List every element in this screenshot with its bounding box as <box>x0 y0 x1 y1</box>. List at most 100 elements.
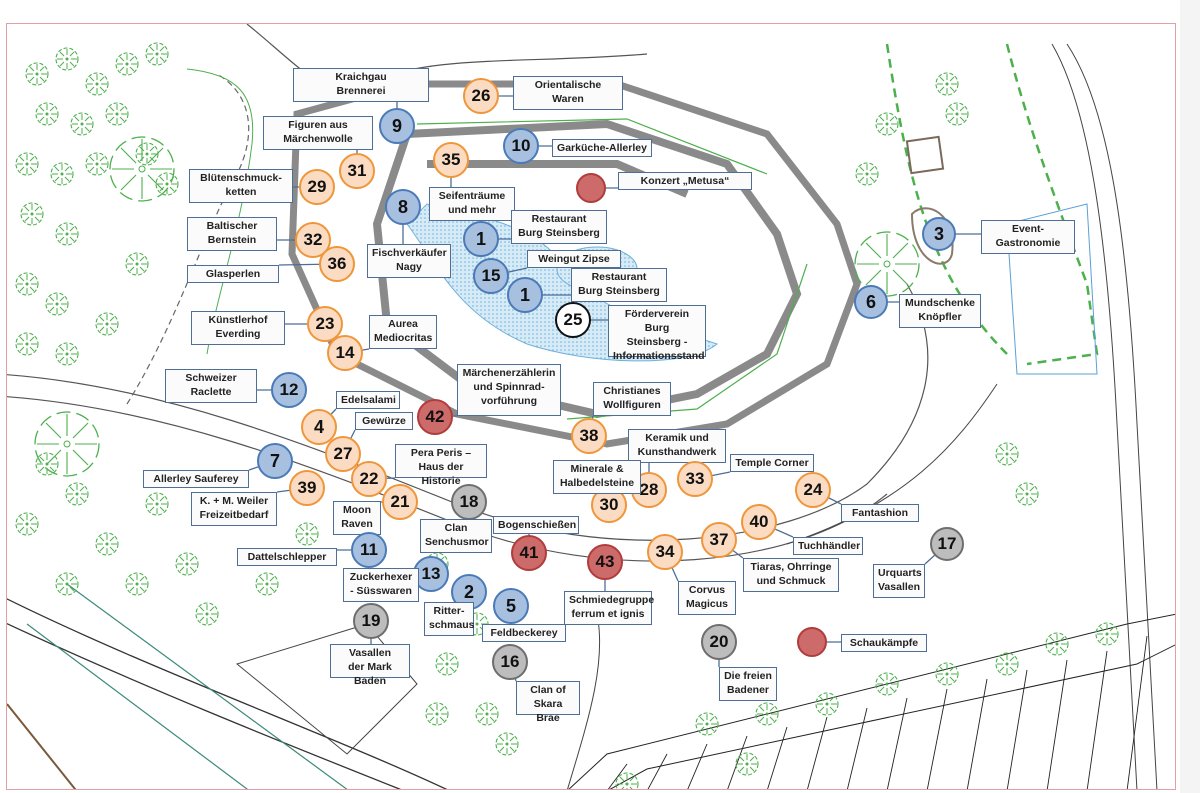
stand-label[interactable]: Märchenerzählerin und Spinnrad- vorführu… <box>457 364 561 416</box>
stand-marker-6[interactable]: 6 <box>854 285 888 319</box>
stand-label[interactable]: Restaurant Burg Steinsberg <box>511 210 607 244</box>
stand-marker-3[interactable]: 3 <box>922 217 956 251</box>
stand-marker-19[interactable]: 19 <box>353 603 389 639</box>
stand-label[interactable]: Konzert „Metusa“ <box>618 172 752 190</box>
site-map[interactable]: 9 Kraichgau Brennerei 26 Orientalische Ware… <box>6 23 1176 790</box>
stand-marker-34[interactable]: 34 <box>647 534 683 570</box>
stand-marker-21[interactable]: 21 <box>382 484 418 520</box>
stand-label[interactable]: K. + M. Weiler Freizeitbedarf <box>191 492 277 526</box>
stand-label[interactable]: Aurea Mediocritas <box>369 315 437 349</box>
stand-marker-40[interactable]: 40 <box>741 504 777 540</box>
stand-marker-8[interactable]: 8 <box>385 189 421 225</box>
stand-marker-25[interactable]: 25 <box>555 302 591 338</box>
stand-label[interactable]: Mundschenke Knöpfler <box>899 294 981 328</box>
tree-icon <box>15 512 39 536</box>
stand-label[interactable]: Corvus Magicus <box>678 581 736 615</box>
event-marker[interactable] <box>576 173 606 203</box>
large-tree-icon <box>34 411 100 477</box>
stand-marker-38[interactable]: 38 <box>571 418 607 454</box>
stand-marker-39[interactable]: 39 <box>289 470 325 506</box>
stand-marker-1[interactable]: 1 <box>463 221 499 257</box>
stand-label[interactable]: Tiaras, Ohrringe und Schmuck <box>743 558 839 592</box>
stand-label[interactable]: Allerley Sauferey <box>143 470 249 488</box>
stand-marker-14[interactable]: 14 <box>327 335 363 371</box>
stand-label[interactable]: Gewürze <box>355 412 413 430</box>
stand-marker-32[interactable]: 32 <box>295 222 331 258</box>
stand-label[interactable]: Bogenschießen <box>493 516 579 534</box>
stand-label[interactable]: Baltischer Bernstein <box>187 217 277 251</box>
stand-label[interactable]: Tuchhändler <box>793 537 863 555</box>
stand-label[interactable]: Urquarts Vasallen <box>873 564 925 598</box>
stand-marker-29[interactable]: 29 <box>299 169 335 205</box>
tree-icon <box>995 442 1019 466</box>
stand-label[interactable]: Glasperlen <box>187 265 279 283</box>
stand-marker-7[interactable]: 7 <box>257 443 293 479</box>
stand-marker-9[interactable]: 9 <box>379 108 415 144</box>
tree-icon <box>295 522 319 546</box>
stand-label[interactable]: Figuren aus Märchenwolle <box>263 116 373 150</box>
stand-label[interactable]: Christianes Wollfiguren <box>593 382 671 416</box>
stand-label[interactable]: Förderverein Burg Steinsberg - Informati… <box>608 305 706 362</box>
tree-icon <box>145 42 169 66</box>
stand-marker-1[interactable]: 1 <box>507 277 543 313</box>
stand-label[interactable]: Die freien Badener <box>719 667 777 701</box>
tree-icon <box>135 142 159 166</box>
stand-label[interactable]: Zuckerhexer - Süsswaren <box>343 568 419 602</box>
tree-icon <box>155 172 179 196</box>
stand-label[interactable]: Weingut Zipse <box>527 250 621 268</box>
stand-marker-41[interactable]: 41 <box>511 535 547 571</box>
stand-marker-33[interactable]: 33 <box>677 461 713 497</box>
stand-label[interactable]: Garküche-Allerley <box>552 139 652 157</box>
stand-label[interactable]: Minerale & Halbedelsteine <box>553 460 641 494</box>
stand-marker-22[interactable]: 22 <box>351 461 387 497</box>
stand-label[interactable]: Vasallen der Mark Baden <box>330 644 410 687</box>
stand-label[interactable]: Temple Corner <box>730 454 814 472</box>
stand-label[interactable]: Schweizer Raclette <box>165 369 257 403</box>
stand-label[interactable]: Künstlerhof Everding <box>191 311 285 345</box>
tree-icon <box>20 202 44 226</box>
stand-marker-24[interactable]: 24 <box>795 472 831 508</box>
stand-marker-18[interactable]: 18 <box>451 484 487 520</box>
stand-marker-42[interactable]: 42 <box>417 399 453 435</box>
stand-marker-11[interactable]: 11 <box>351 532 387 568</box>
stand-label[interactable]: Blütenschmuck- ketten <box>189 169 293 203</box>
stand-label[interactable]: Keramik und Kunsthandwerk <box>628 429 726 463</box>
stand-label[interactable]: Orientalische Waren <box>513 76 623 110</box>
stand-marker-15[interactable]: 15 <box>473 258 509 294</box>
stand-marker-36[interactable]: 36 <box>319 246 355 282</box>
stand-label[interactable]: Clan Senchusmor <box>420 519 492 553</box>
stand-marker-5[interactable]: 5 <box>493 588 529 624</box>
stand-label[interactable]: Fantashion <box>841 504 919 522</box>
stand-marker-35[interactable]: 35 <box>433 142 469 178</box>
stand-marker-37[interactable]: 37 <box>701 522 737 558</box>
tree-icon <box>125 252 149 276</box>
tree-icon <box>95 312 119 336</box>
tree-icon <box>855 162 879 186</box>
tree-icon <box>495 732 519 756</box>
stand-label[interactable]: Ritter- schmaus <box>424 602 475 636</box>
stand-label[interactable]: Event- Gastronomie <box>981 220 1075 254</box>
stand-marker-16[interactable]: 16 <box>492 644 528 680</box>
stand-label[interactable]: Moon Raven <box>333 501 381 535</box>
stand-label[interactable]: Restaurant Burg Steinsberg <box>571 268 667 302</box>
event-marker[interactable] <box>797 627 827 657</box>
stand-marker-43[interactable]: 43 <box>587 544 623 580</box>
stand-label[interactable]: Feldbeckerey <box>482 624 566 642</box>
stand-label[interactable]: Kraichgau Brennerei <box>293 68 429 102</box>
stand-marker-10[interactable]: 10 <box>503 128 539 164</box>
stand-marker-26[interactable]: 26 <box>463 78 499 114</box>
stand-label[interactable]: Clan of Skara Brae <box>516 681 580 724</box>
stand-marker-20[interactable]: 20 <box>701 624 737 660</box>
stand-marker-31[interactable]: 31 <box>339 153 375 189</box>
stand-label[interactable]: Seifenträume und mehr <box>429 187 515 221</box>
tree-icon <box>85 152 109 176</box>
stand-label[interactable]: Schmiedegruppe ferrum et ignis <box>564 591 654 625</box>
stand-label[interactable]: Edelsalami <box>336 391 400 409</box>
tree-icon <box>55 342 79 366</box>
stand-marker-17[interactable]: 17 <box>930 527 964 561</box>
stand-label[interactable]: Fischverkäufer Nagy <box>367 244 451 278</box>
stand-label[interactable]: Pera Peris – Haus der Historie <box>395 444 487 487</box>
stand-marker-12[interactable]: 12 <box>271 372 307 408</box>
stand-label[interactable]: Dattelschlepper <box>237 548 337 566</box>
stand-label[interactable]: Schaukämpfe <box>841 634 927 652</box>
